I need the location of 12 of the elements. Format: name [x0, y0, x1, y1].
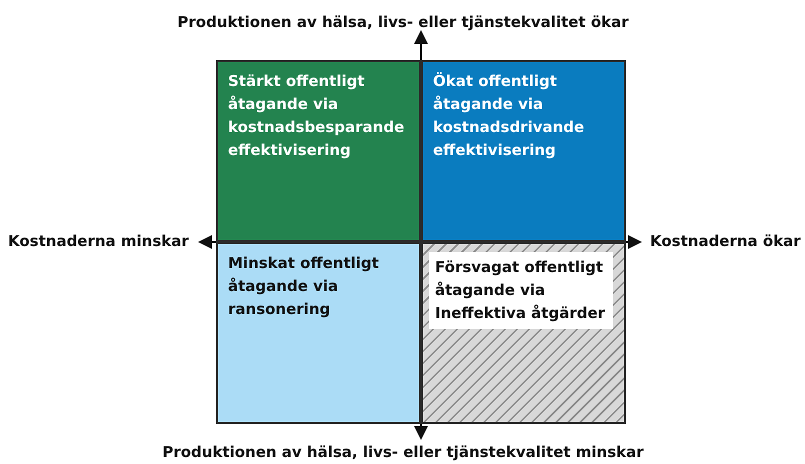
- quadrant-text: Stärkt offentligt åtagande via kostnadsbesparande effektivisering: [228, 71, 406, 161]
- quadrant-text: Försvagat offentligt åtagande via Ineffektiva åtgärder: [429, 252, 613, 329]
- axis-label: Kostnaderna ökar: [650, 232, 801, 250]
- axis-label: Kostnaderna minskar: [8, 232, 189, 250]
- quadrant: [216, 60, 421, 242]
- axis-label: Produktionen av hälsa, livs- eller tjänstekvalitet minskar: [162, 443, 644, 461]
- quadrant: [421, 60, 626, 242]
- quadrant-text: Minskat offentligt åtagande via ransonering: [228, 253, 380, 320]
- axis-label: Produktionen av hälsa, livs- eller tjänstekvalitet ökar: [177, 13, 629, 31]
- hatched-quadrant: [421, 242, 626, 424]
- quadrant-text: Ökat offentligt åtagande via kostnadsdrivande effektivisering: [433, 71, 586, 161]
- quadrant: [216, 242, 421, 424]
